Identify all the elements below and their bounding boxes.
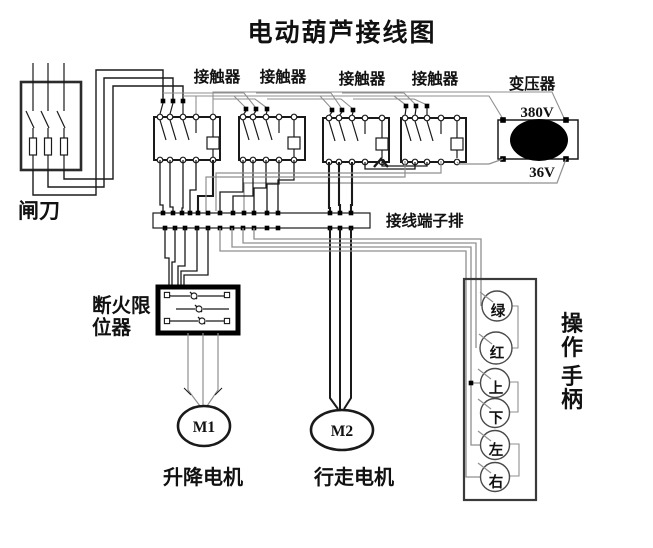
transformer: 变压器 380V 36V [243,74,579,211]
svg-text:红: 红 [490,344,505,362]
travel-motor-id: M2 [331,423,354,440]
svg-text:左: 左 [488,441,504,459]
pendant-button-right: 右 [477,461,511,493]
contactor-4-label: 接触器 [412,69,459,88]
secondary-voltage-label: 36V [529,165,555,181]
lift-motor: M1 升降电机 [163,333,243,489]
contactor-1: 接触器 [153,67,241,164]
limit-device-label-line1: 断火限 [92,294,151,317]
pendant-label: 操 作 手 柄 [561,311,584,412]
transformer-label: 变压器 [509,74,556,93]
svg-text:右: 右 [489,473,504,491]
pendant-button-up: 上 [477,367,511,399]
svg-text:绿: 绿 [491,302,506,320]
terminal-strip-label: 接线端子排 [386,211,464,230]
svg-text:手: 手 [561,364,583,389]
contactor-2-label: 接触器 [260,67,307,86]
limit-feed-wires [164,228,209,292]
travel-motor-label: 行走电机 [313,465,394,489]
contactor-3-label: 接触器 [339,69,386,88]
pendant-button-red: 红 [478,331,513,365]
contactor-2: 接触器 [238,67,307,164]
junction-dots [160,98,430,113]
knife-switch-label: 闸刀 [18,199,60,223]
travel-motor: M2 行走电机 [309,228,394,489]
contactor-3: 接触器 [322,69,390,166]
svg-text:柄: 柄 [561,387,583,412]
terminal-strip: 接线端子排 [152,210,464,231]
mid-wiring [159,157,442,211]
feed-wires [32,69,184,196]
svg-text:操: 操 [561,311,584,336]
upper-wiring [159,91,565,120]
pendant-feed-wires [219,228,520,478]
knife-switch: 闸刀 [18,63,83,223]
control-pendant: 绿 红 上 下 左 右 [462,277,538,502]
limit-device-label-line2: 位器 [92,316,132,339]
pendant-button-green: 绿 [479,290,513,322]
contactor-1-label: 接触器 [194,67,241,86]
lift-motor-id: M1 [193,419,215,436]
diagram-title: 电动葫芦接线图 [247,18,436,47]
pendant-button-down: 下 [477,397,511,429]
svg-text:作: 作 [561,335,583,360]
svg-text:上: 上 [489,380,504,397]
contactor-4: 接触器 [400,69,467,166]
lift-motor-label: 升降电机 [163,465,243,489]
primary-voltage-label: 380V [520,105,554,121]
limit-switch-device: 断火限 位器 [92,284,241,339]
svg-text:下: 下 [489,410,504,427]
pendant-button-left: 左 [477,429,511,461]
